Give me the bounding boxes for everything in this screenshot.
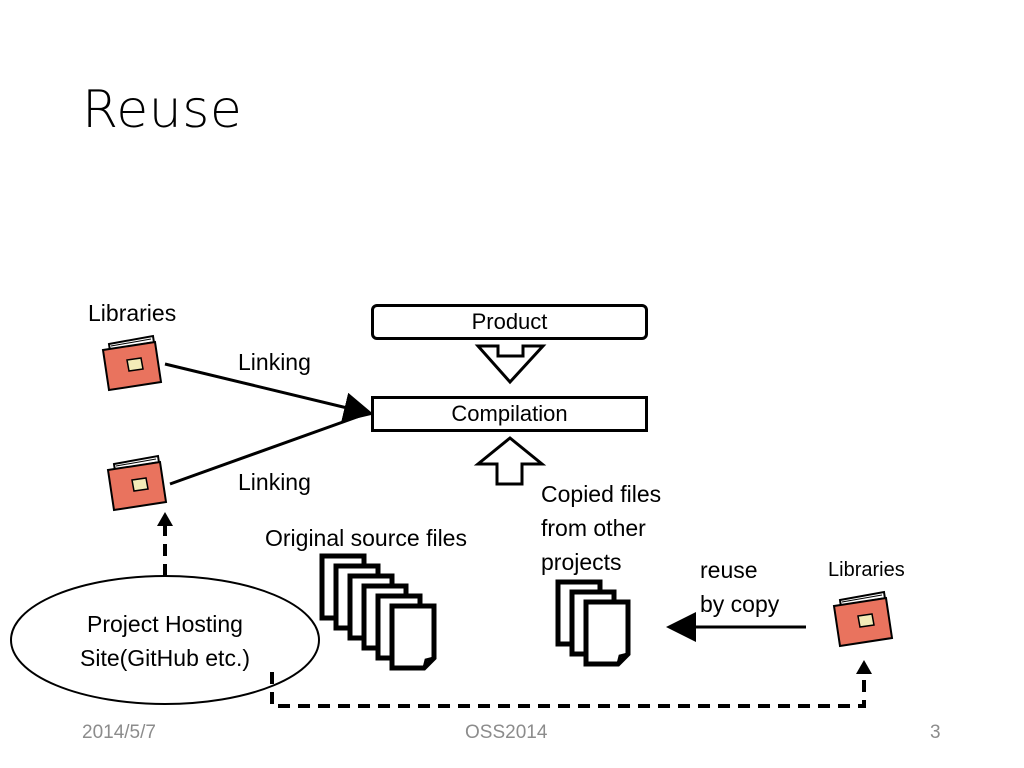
original-source-files-icon xyxy=(322,556,434,668)
product-box: Product xyxy=(371,304,648,340)
hosting-label-line1: Project Hosting xyxy=(87,611,243,637)
linking-label-2: Linking xyxy=(238,469,311,495)
library-book-icon-middle xyxy=(107,455,167,511)
slide-title: Reuse xyxy=(82,80,243,140)
reuse-label-line2: by copy xyxy=(700,591,780,617)
copied-files-label-line3: projects xyxy=(541,549,622,575)
linking-arrow-top xyxy=(164,362,374,422)
footer-center: OSS2014 xyxy=(465,722,548,743)
copied-files-label-line2: from other xyxy=(541,515,646,541)
up-arrow-icon-compilation xyxy=(473,436,547,486)
dashed-arrowhead-icon-left xyxy=(157,512,173,526)
linking-label-1: Linking xyxy=(238,349,311,375)
dashed-arrowhead-icon-right xyxy=(856,660,872,674)
footer-page-number: 3 xyxy=(930,722,941,743)
original-source-files-label: Original source files xyxy=(265,525,467,551)
library-book-icon-right xyxy=(833,591,893,647)
linking-line-bottom xyxy=(169,411,369,486)
hosting-label-line2: Site(GitHub etc.) xyxy=(80,645,250,671)
copied-files-label-line1: Copied files xyxy=(541,481,662,507)
libraries-label-right: Libraries xyxy=(828,559,905,581)
libraries-label-top: Libraries xyxy=(88,300,177,326)
library-book-icon-top xyxy=(102,335,162,391)
up-arrow-icon-product xyxy=(474,344,547,385)
reuse-label-line1: reuse xyxy=(700,557,758,583)
hosting-to-right-library-dashed-path xyxy=(270,672,866,708)
compilation-box: Compilation xyxy=(371,396,648,432)
copied-files-icon xyxy=(558,582,628,664)
footer-date: 2014/5/7 xyxy=(82,722,156,743)
